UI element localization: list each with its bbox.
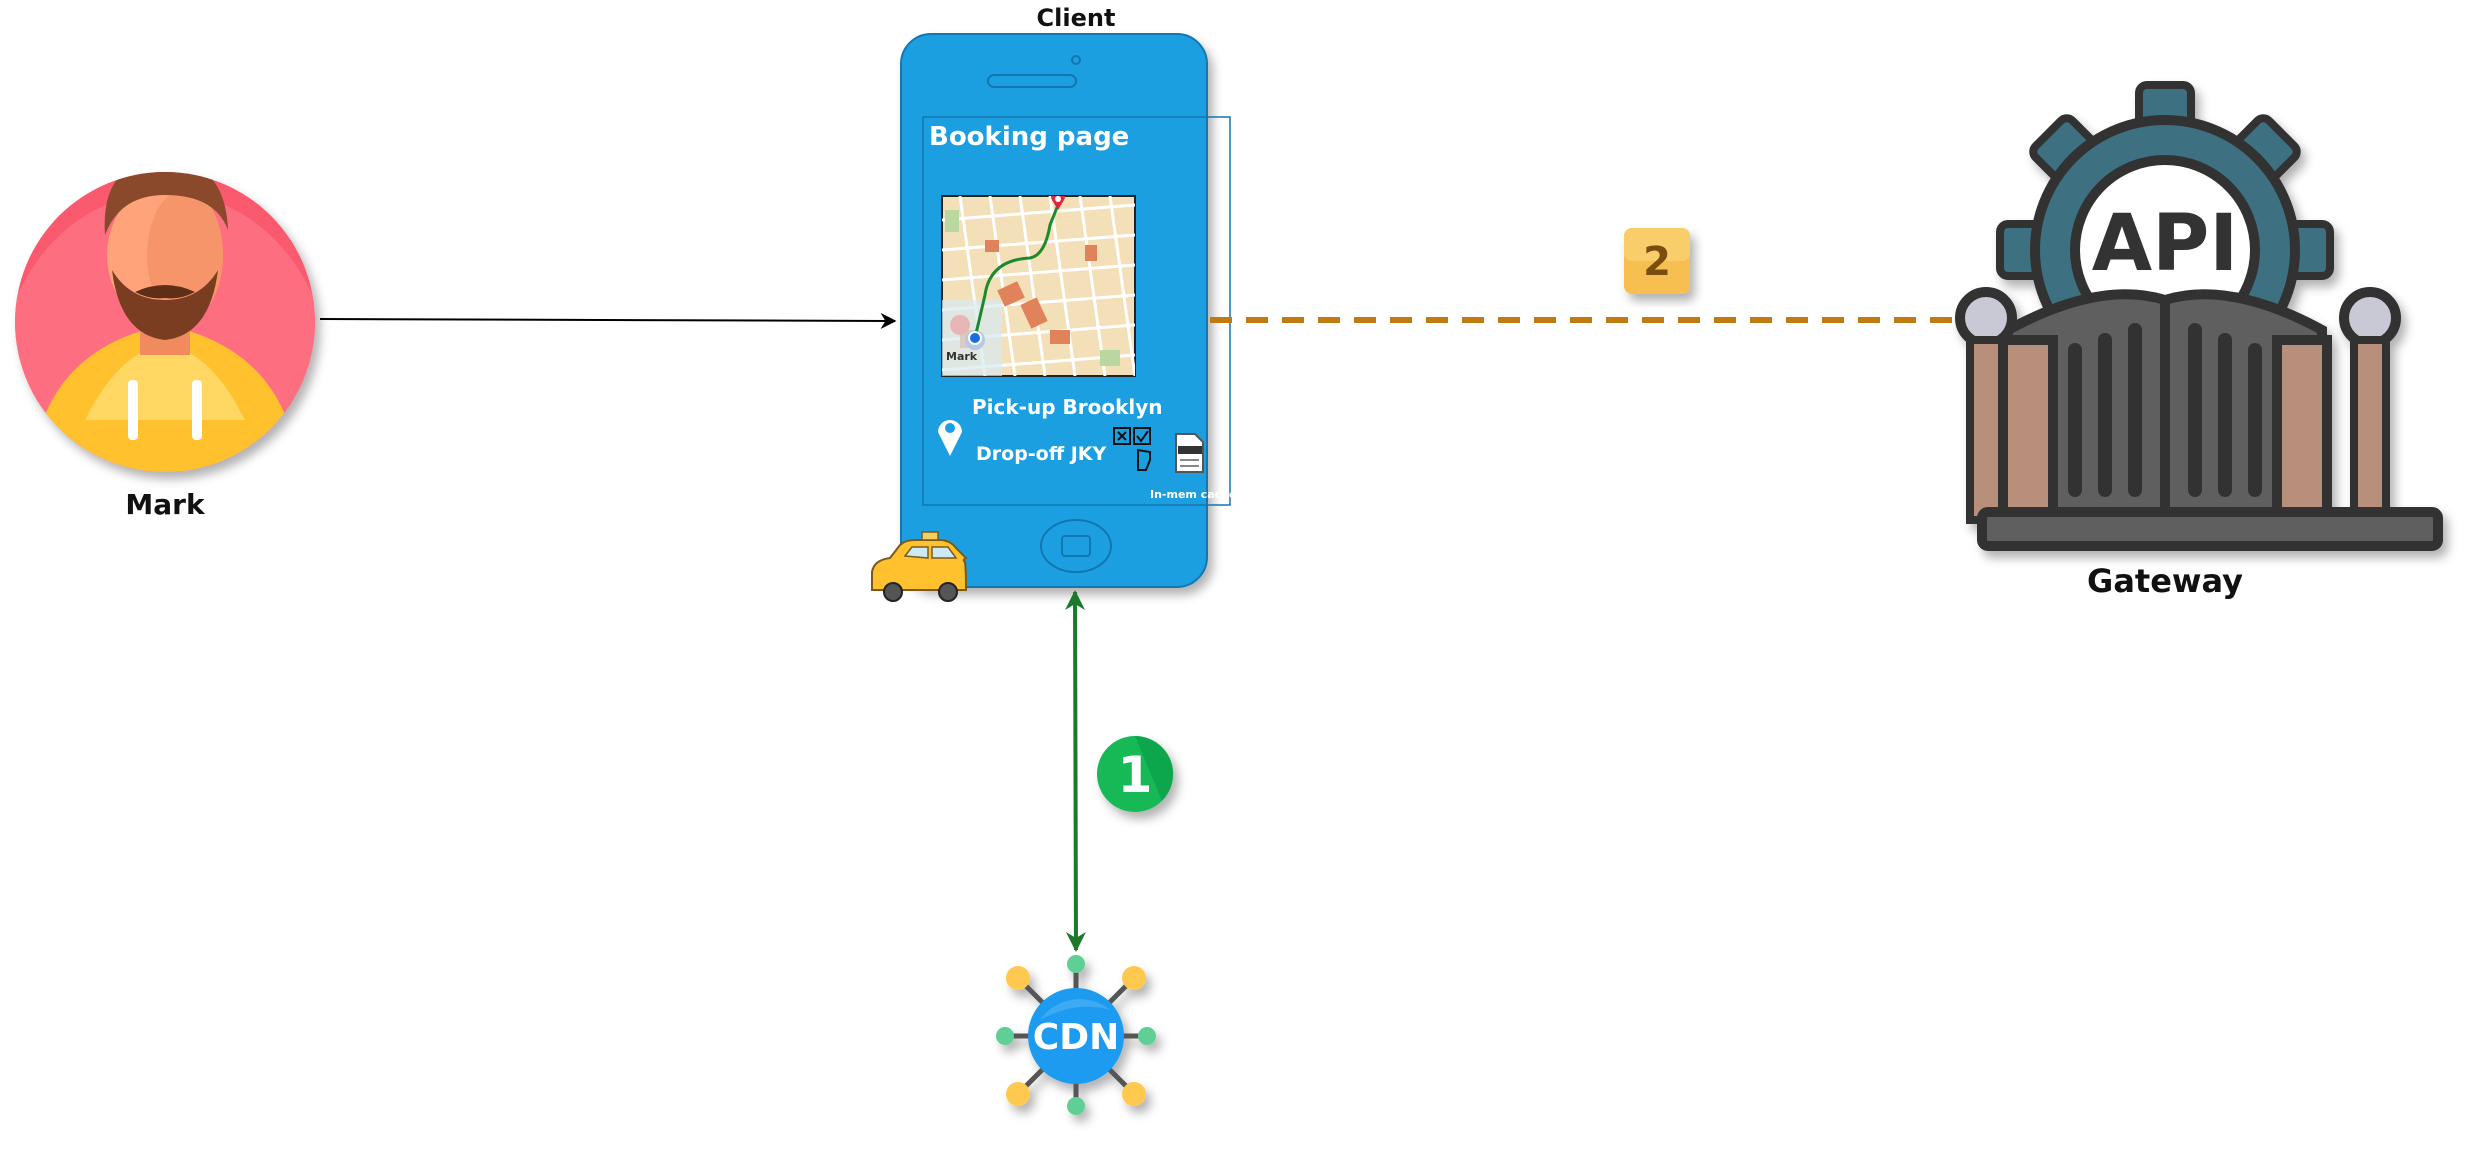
client-cdn-arrow bbox=[1065, 590, 1086, 952]
step-2-badge bbox=[1624, 228, 1690, 294]
map-user-tag: Mark bbox=[946, 350, 978, 363]
checkbox-select-icon[interactable] bbox=[1113, 427, 1151, 471]
location-pin-icon bbox=[938, 420, 962, 456]
phone-speaker bbox=[987, 74, 1077, 88]
map-view[interactable]: Mark bbox=[941, 189, 1136, 377]
step-1-badge bbox=[1097, 735, 1174, 812]
user-label: Mark bbox=[125, 488, 206, 521]
step-2-label: 2 bbox=[1643, 239, 1671, 285]
step-1-label: 1 bbox=[1118, 746, 1153, 804]
taxi-icon bbox=[871, 531, 968, 602]
gateway-badge-text: API bbox=[2092, 199, 2239, 289]
cache-label: In-mem cache bbox=[1150, 488, 1236, 501]
cdn-network-icon bbox=[996, 955, 1156, 1115]
api-gateway-icon bbox=[1955, 81, 2443, 551]
cdn-label: CDN bbox=[1033, 1017, 1119, 1058]
user-to-client-arrow bbox=[319, 312, 897, 329]
phone-screen bbox=[922, 116, 1231, 506]
booking-page-title: Booking page bbox=[929, 122, 1129, 152]
phone-camera bbox=[1071, 55, 1081, 65]
client-label: Client bbox=[1037, 4, 1116, 32]
gateway-label: Gateway bbox=[2087, 562, 2243, 600]
dropoff-text: Drop-off JKY bbox=[976, 443, 1107, 465]
phone-home-button[interactable] bbox=[1040, 519, 1112, 573]
pickup-text: Pick-up Brooklyn bbox=[972, 395, 1163, 419]
document-icon bbox=[1175, 433, 1204, 473]
person-avatar-icon bbox=[15, 172, 315, 472]
